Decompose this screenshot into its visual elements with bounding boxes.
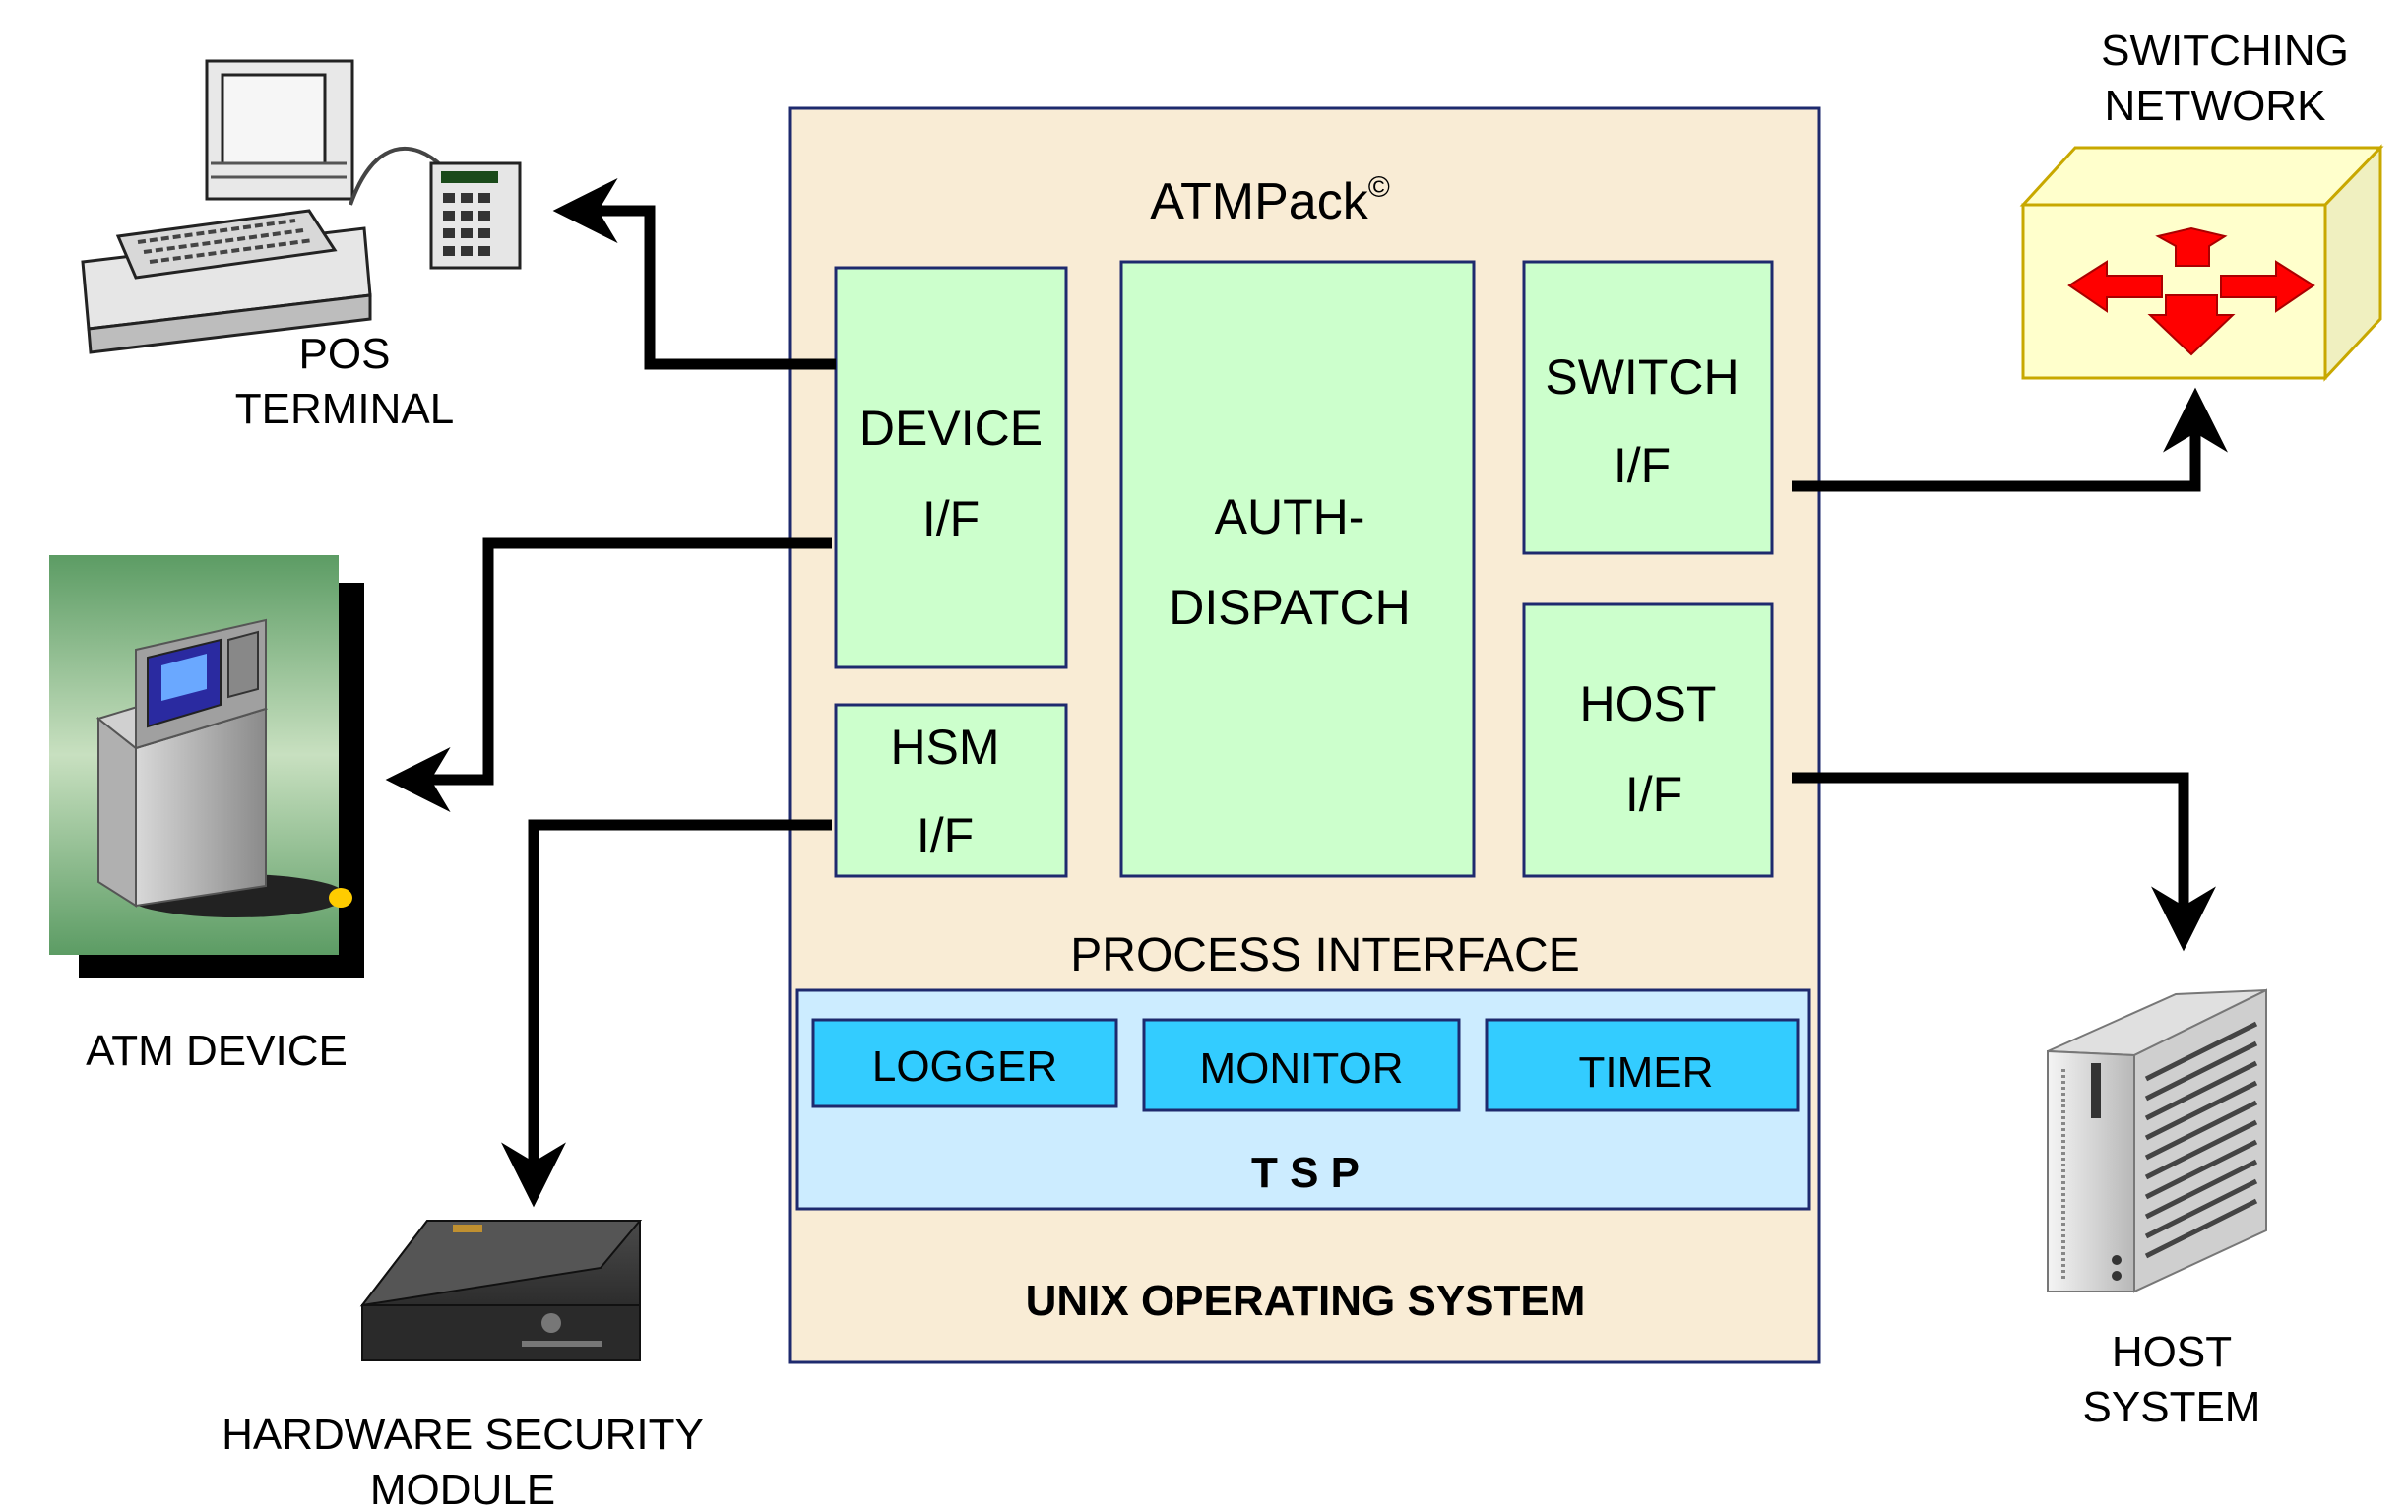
atm-device-icon bbox=[49, 555, 364, 978]
arrow-to-switching bbox=[1792, 387, 2228, 492]
device-if-label-1: DEVICE bbox=[859, 401, 1043, 456]
auth-dispatch-module bbox=[1119, 260, 1476, 878]
device-if-module bbox=[834, 266, 1068, 669]
arrow-to-host bbox=[1792, 772, 2216, 952]
pos-label-1: POS bbox=[299, 330, 391, 378]
logger-module bbox=[811, 1018, 1118, 1108]
arrow-to-pos bbox=[552, 178, 836, 370]
atm-device-label: ATM DEVICE bbox=[86, 1027, 348, 1075]
host-system-label-1: HOST bbox=[2112, 1328, 2232, 1376]
auth-dispatch-label-1: AUTH- bbox=[1215, 489, 1365, 544]
hsm-if-label-1: HSM bbox=[890, 720, 999, 775]
pos-terminal-icon bbox=[81, 59, 522, 354]
process-interface-label: PROCESS INTERFACE bbox=[1070, 929, 1579, 981]
arrow-to-atm bbox=[385, 537, 832, 812]
logger-label: LOGGER bbox=[872, 1042, 1057, 1091]
host-server-icon bbox=[2047, 988, 2267, 1293]
timer-label: TIMER bbox=[1579, 1048, 1714, 1097]
arrow-to-hsm bbox=[501, 819, 832, 1208]
device-if-label-2: I/F bbox=[922, 491, 980, 546]
switch-if-label-2: I/F bbox=[1614, 438, 1671, 493]
hsm-if-label-2: I/F bbox=[917, 808, 974, 863]
pos-label-2: TERMINAL bbox=[235, 385, 454, 433]
auth-dispatch-label-2: DISPATCH bbox=[1169, 580, 1410, 635]
os-label: UNIX OPERATING SYSTEM bbox=[1026, 1277, 1586, 1325]
hsm-if-module bbox=[834, 703, 1068, 878]
hsm-label-1: HARDWARE SECURITY bbox=[222, 1411, 704, 1459]
monitor-label: MONITOR bbox=[1200, 1044, 1404, 1093]
monitor-module bbox=[1142, 1018, 1461, 1112]
red-arrows-icon bbox=[2067, 226, 2315, 356]
tsp-label: T S P bbox=[1251, 1149, 1360, 1197]
atmpack-title: ATMPack© bbox=[1150, 171, 1390, 230]
hsm-device-icon bbox=[359, 1220, 643, 1361]
host-if-module bbox=[1522, 602, 1774, 878]
host-if-label-2: I/F bbox=[1625, 767, 1682, 822]
switch-if-module bbox=[1522, 260, 1774, 555]
switching-label-1: SWITCHING bbox=[2101, 27, 2349, 75]
host-if-label-1: HOST bbox=[1580, 676, 1717, 731]
host-system-label-2: SYSTEM bbox=[2083, 1383, 2261, 1431]
timer-module bbox=[1485, 1018, 1800, 1112]
switching-label-2: NETWORK bbox=[2105, 82, 2326, 130]
hsm-label-2: MODULE bbox=[370, 1466, 555, 1512]
switching-network-icon bbox=[2019, 144, 2384, 382]
switch-if-label-1: SWITCH bbox=[1545, 349, 1739, 405]
